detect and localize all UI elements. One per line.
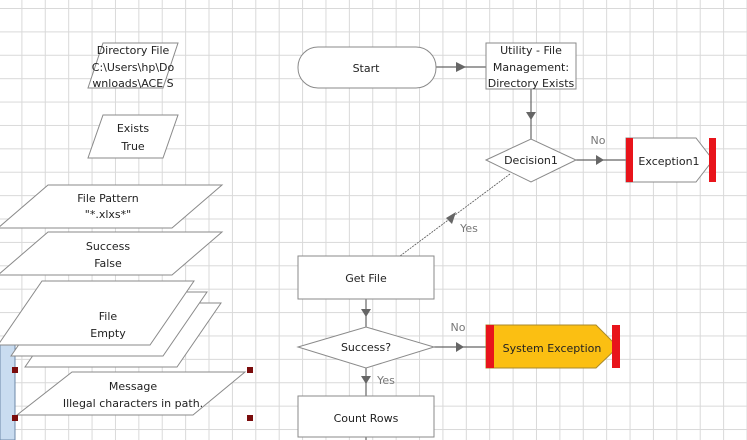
stage-label: System Exception [503,342,602,355]
data-item-success[interactable]: Success False [0,231,224,276]
data-item-name: File [99,310,118,323]
data-item-value: Empty [90,327,126,340]
data-item-message[interactable]: Message Illegal characters in path. [12,367,253,421]
data-item-file-collection[interactable]: File Empty [0,280,222,368]
stage-label: Utility - File [500,44,562,57]
connector-label-yes: Yes [459,222,478,235]
stage-label: Directory Exists [488,77,575,90]
decision-success[interactable]: Success? [296,326,436,369]
stage-label: Management: [493,61,569,74]
connector-decision1-no[interactable] [576,155,626,165]
connector-getfile-success[interactable] [361,299,371,327]
connector-decision1-yes[interactable] [399,173,511,257]
connector-success-yes[interactable] [361,368,371,396]
connector-label-yes: Yes [376,374,395,387]
stage-label: Start [353,62,381,75]
connector-start-utility[interactable] [436,62,486,72]
stage-label: Get File [345,272,387,285]
decision-decision1[interactable]: Decision1 [484,138,578,183]
connector-utility-decision1[interactable] [526,89,536,140]
data-item-name: Message [109,380,157,393]
exception-exception1[interactable]: Exception1 [625,137,716,183]
data-item-value: True [120,140,145,153]
stage-label: Decision1 [504,154,558,167]
stage-label: Exception1 [638,155,699,168]
start-stage[interactable]: Start [297,46,437,89]
data-item-value: False [94,257,122,270]
resize-handle[interactable] [12,415,18,421]
stage-label: Count Rows [334,412,399,425]
resize-handle[interactable] [247,367,253,373]
data-item-name: Success [86,240,131,253]
data-item-name: Directory File [97,44,170,57]
data-item-directory-file[interactable]: Directory File C:\Users\hp\Do wnloads\AC… [87,42,179,90]
data-item-name: Exists [117,122,150,135]
data-item-value: "*.xlxs*" [85,208,131,221]
data-item-file-pattern[interactable]: File Pattern "*.xlxs*" [0,184,224,229]
resize-handle[interactable] [12,367,18,373]
action-count-rows[interactable]: Count Rows [297,395,435,438]
data-item-name: File Pattern [77,192,139,205]
resize-handle[interactable] [247,415,253,421]
action-utility-directory-exists[interactable]: Utility - File Management: Directory Exi… [485,42,577,90]
data-item-exists[interactable]: Exists True [87,114,179,159]
stage-label: Success? [341,341,391,354]
exception-system-exception[interactable]: System Exception [485,324,620,369]
data-item-value: wnloads\ACE S [92,77,173,90]
connector-success-no[interactable] [434,342,486,352]
connector-label-no: No [451,321,466,334]
data-item-value: C:\Users\hp\Do [92,61,175,74]
data-item-value: Illegal characters in path. [63,397,203,410]
connector-label-no: No [591,134,606,147]
action-get-file[interactable]: Get File [297,255,435,300]
selection-region [0,344,16,440]
